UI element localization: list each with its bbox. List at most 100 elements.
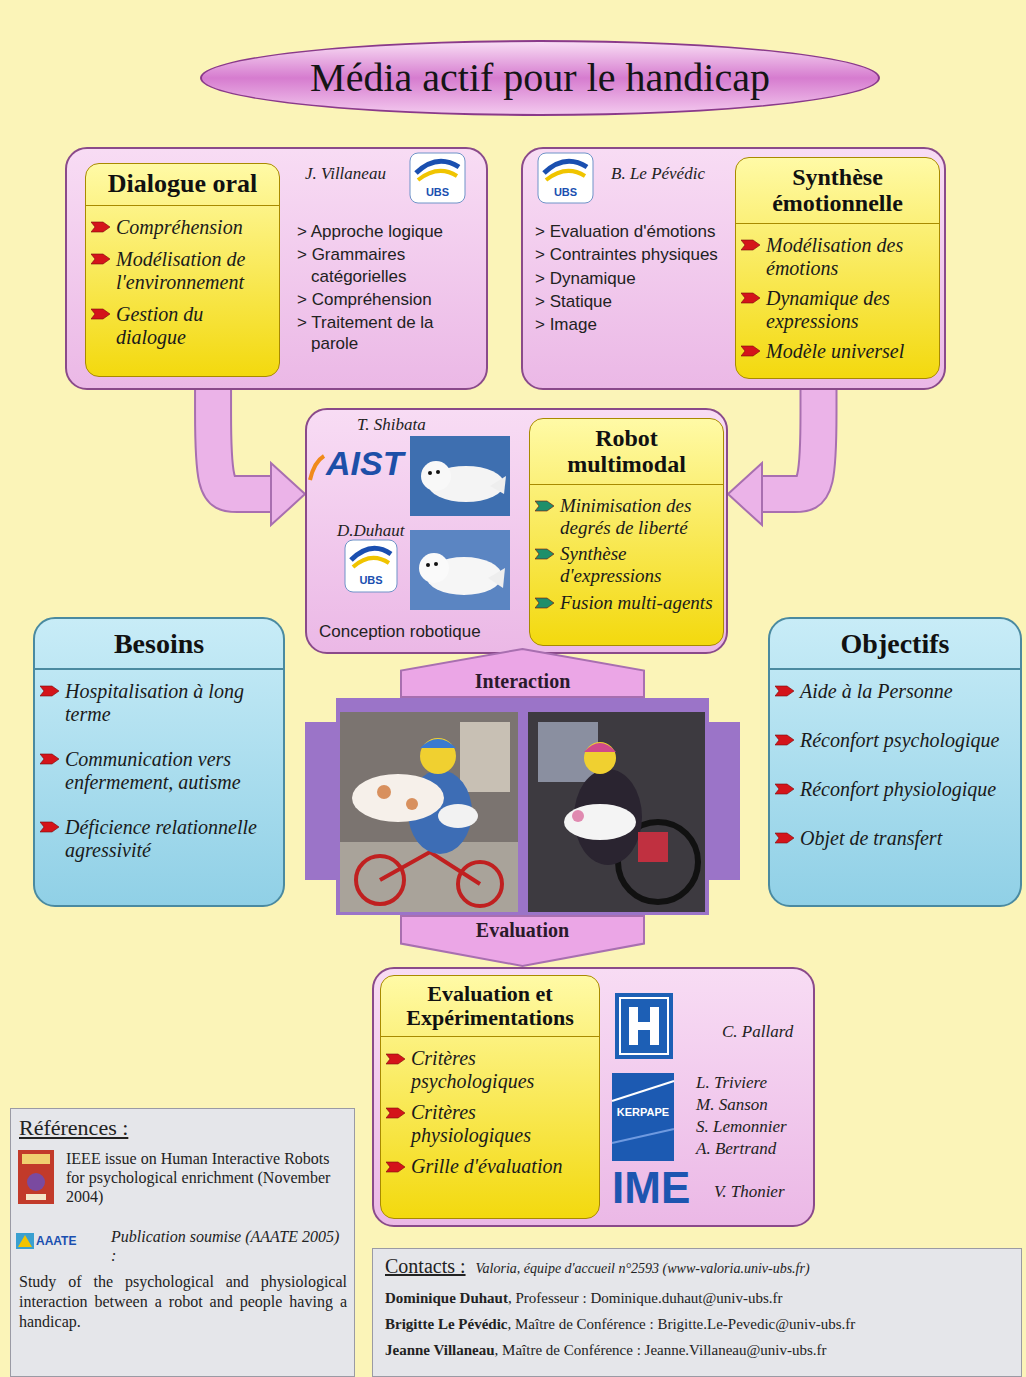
- bullet-arrow: [741, 238, 761, 252]
- bullet-item: Modèle universel: [736, 340, 939, 363]
- hospital-icon: [615, 993, 673, 1059]
- arrow-outline: [762, 390, 819, 494]
- person-name: S. Lemonnier: [696, 1116, 811, 1138]
- topic-list-item: > Dynamique: [535, 268, 733, 289]
- topic-list-item: > Approche logique: [297, 221, 482, 242]
- text-group: Contacts : Valoria, équipe d'accueil n°25…: [385, 1255, 1015, 1278]
- box-heading: Synthèse émotionnelle: [736, 158, 939, 224]
- bullet-arrow: [386, 1160, 406, 1174]
- bullet-arrow: [40, 820, 60, 834]
- bullet-arrow: [91, 252, 111, 266]
- text-group: Conception robotique: [319, 622, 519, 642]
- caption-text: Conception robotique: [319, 622, 519, 642]
- bullet-item: Modélisation de l'environnement: [86, 248, 279, 294]
- person-name: D.Duhaut: [337, 520, 427, 542]
- label-holder: KERPAPE: [610, 1106, 676, 1119]
- text-group: V. Thonier: [714, 1181, 809, 1203]
- info-box: BesoinsHospitalisation à long termeCommu…: [33, 617, 285, 907]
- references-heading: Références :: [19, 1115, 219, 1141]
- text-group: Jeanne Villaneau, Maître de Conférence :…: [385, 1341, 1015, 1359]
- bullet-item: Objet de transfert: [770, 827, 1020, 850]
- person-name: V. Thonier: [714, 1181, 809, 1203]
- text-group: Références :: [19, 1115, 219, 1141]
- bullet-arrow: [91, 220, 111, 234]
- seal-robot-photo: [410, 530, 510, 610]
- bullet-arrow: [775, 782, 795, 796]
- person-name: M. Sanson: [696, 1094, 811, 1116]
- logo-label: UBS: [345, 574, 397, 586]
- contact-details: , Maître de Conférence : Brigitte.Le-Pev…: [507, 1316, 855, 1332]
- ubs-logo: [410, 153, 465, 203]
- bullet-arrow: [741, 291, 761, 305]
- block-arrow: Evaluation: [400, 915, 645, 967]
- info-panel: Contacts : Valoria, équipe d'accueil n°25…: [372, 1248, 1022, 1377]
- ubs-logo: [345, 540, 397, 592]
- label-holder: UBS: [538, 186, 593, 198]
- text-group: C. Pallard: [722, 1021, 812, 1043]
- curved-block-arrow: [728, 390, 819, 525]
- label-holder: IME: [612, 1165, 704, 1211]
- person-name: A. Bertrand: [696, 1138, 811, 1160]
- person-name: T. Shibata: [357, 414, 477, 436]
- bullet-arrow: [741, 344, 761, 358]
- topic-list-item: > Evaluation d'émotions: [535, 221, 733, 242]
- interaction-photo: [340, 712, 518, 912]
- bullet-arrow: [535, 596, 555, 610]
- label-holder: UBS: [345, 574, 397, 586]
- logo-label: AAATE: [36, 1233, 96, 1249]
- text-group: Study of the psychological and physiolog…: [19, 1272, 347, 1332]
- bullet-item: Grille d'évaluation: [381, 1155, 599, 1178]
- bullet-item: Dynamique des expressions: [736, 287, 939, 333]
- team-panel: C. Pallard L. TriviereM. SansonS. Lemonni…: [372, 967, 815, 1227]
- contacts-heading: Contacts :: [385, 1255, 466, 1277]
- person-name: C. Pallard: [722, 1021, 812, 1043]
- bullet-item: Modélisation des émotions: [736, 234, 939, 280]
- topic-list-item: > Compréhension: [297, 289, 482, 310]
- lab-address: Valoria, équipe d'accueil n°2593 (www-va…: [476, 1261, 810, 1276]
- title-pill: Média actif pour le handicap: [200, 40, 880, 116]
- person-name: B. Le Pévédic: [611, 163, 731, 185]
- logo-label: AIST: [326, 444, 410, 482]
- text-group: Evaluation: [400, 919, 645, 941]
- bullet-arrow: [775, 831, 795, 845]
- text-group: Brigitte Le Pévédic, Maître de Conférenc…: [385, 1315, 1015, 1333]
- reference-text: IEEE issue on Human Interactive Robots f…: [66, 1149, 348, 1207]
- contact-name: Jeanne Villaneau: [385, 1342, 495, 1358]
- person-name: J. Villaneau: [305, 163, 405, 185]
- text-group: > Evaluation d'émotions> Contraintes phy…: [535, 221, 733, 337]
- topic-list-item: > Contraintes physiques: [535, 244, 733, 265]
- bullet-arrow: [386, 1052, 406, 1066]
- bullet-item: Critères psychologiques: [381, 1047, 599, 1093]
- topic-list-item: > Image: [535, 314, 733, 335]
- topic-box: Evaluation et ExpérimentationsCritères p…: [380, 975, 600, 1219]
- bullet-arrow: [40, 684, 60, 698]
- bullet-item: Réconfort physiologique: [770, 778, 1020, 801]
- logo-label: KERPAPE: [610, 1106, 676, 1119]
- bullet-item: Aide à la Personne: [770, 680, 1020, 703]
- arrow-label: Interaction: [400, 670, 645, 692]
- text-group: IEEE issue on Human Interactive Robots f…: [66, 1149, 348, 1207]
- bullet-item: Déficience relationnelle agressivité: [35, 816, 283, 862]
- text-group: L. TriviereM. SansonS. LemonnierA. Bertr…: [696, 1072, 811, 1160]
- block-arrow: Interaction: [400, 648, 645, 700]
- bullet-arrow: [91, 307, 111, 321]
- publication-title: Study of the psychological and physiolog…: [19, 1272, 347, 1332]
- bullet-item: Minimisation des degrés de liberté: [530, 495, 723, 539]
- box-heading: Robot multimodal: [530, 419, 723, 485]
- bullet-arrow: [775, 733, 795, 747]
- text-group: D.Duhaut: [337, 520, 427, 542]
- bullet-arrow: [386, 1106, 406, 1120]
- bullet-item: Critères physiologiques: [381, 1101, 599, 1147]
- box-heading: Besoins: [35, 619, 283, 670]
- contact-name: Brigitte Le Pévédic: [385, 1316, 507, 1332]
- label-holder: AIST: [326, 444, 410, 482]
- bullet-item: Réconfort psychologique: [770, 729, 1020, 752]
- bullet-item: Compréhension: [86, 216, 279, 239]
- interaction-photo: [528, 712, 705, 912]
- arrow-shaft: [762, 390, 819, 494]
- bullet-item: Communication vers enfermement, autisme: [35, 748, 283, 794]
- journal-cover: [18, 1150, 54, 1204]
- diagram-title: Média actif pour le handicap: [202, 42, 878, 114]
- topic-list-item: > Traitement de la parole: [297, 312, 482, 355]
- label-holder: UBS: [410, 186, 465, 198]
